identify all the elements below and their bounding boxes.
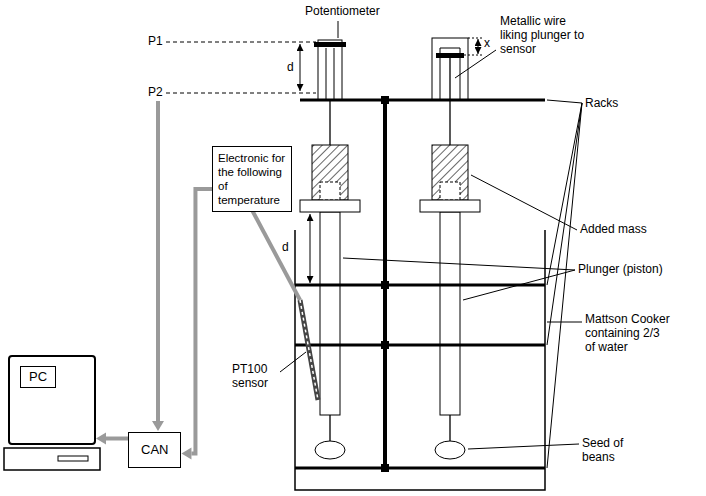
bean-seed (435, 441, 465, 459)
potentiometer-slider (436, 53, 464, 58)
potentiometer-symbol (318, 40, 342, 100)
pc-monitor: PC (8, 355, 96, 445)
arrowhead (181, 448, 191, 460)
plunger-plate (300, 200, 360, 212)
pt100-probe-texture (300, 300, 318, 400)
bean-seed (315, 441, 345, 459)
connector-line (106, 437, 128, 441)
added-mass (312, 145, 348, 200)
part-label: Seed of beans (582, 436, 646, 464)
dimension-label: x (484, 36, 490, 50)
connector-line (191, 189, 212, 454)
potentiometer-slider (314, 42, 346, 47)
dimension-arrow (300, 44, 301, 91)
pt100-probe (300, 300, 318, 400)
signal-connector (181, 189, 212, 460)
leader-line (468, 444, 579, 449)
signal-connector (96, 433, 128, 445)
reference-line (166, 93, 316, 94)
part-label: PT100 sensor (232, 362, 278, 390)
leader-line (471, 175, 577, 230)
leader-line (338, 21, 339, 38)
leader-line (547, 322, 582, 323)
dimension-arrow (478, 39, 479, 54)
electronic-box: Electronic for the following of temperat… (212, 146, 292, 212)
extension-line (464, 38, 482, 55)
rack (295, 285, 545, 468)
leader-line (455, 50, 496, 78)
plunger-rod (320, 212, 340, 415)
screen-label: PC (20, 366, 56, 388)
plunger-stem (330, 415, 450, 441)
cable-arrowhead (152, 421, 164, 431)
potentiometer-track (326, 48, 334, 100)
position-label: P2 (148, 85, 163, 99)
dimension-arrow (310, 214, 311, 283)
dimension-label: d (287, 60, 294, 74)
rod-joint (381, 464, 389, 472)
leader-line (343, 258, 575, 300)
rod-joint (381, 281, 389, 289)
can-box: CAN (128, 432, 181, 468)
part-label: Plunger (piston) (578, 262, 663, 276)
dimension-label: d (282, 240, 289, 254)
plunger-head (440, 182, 460, 200)
box-text: Electronic for the following of temperat… (218, 151, 286, 207)
part-label: Racks (585, 96, 618, 110)
arrowhead (96, 433, 106, 445)
metallic-wire (329, 100, 330, 145)
reference-line (166, 42, 316, 43)
sensor-cable (252, 210, 300, 300)
plunger-rod (440, 212, 460, 415)
signal-cable (156, 101, 160, 421)
part-label: Potentiometer (305, 4, 380, 18)
box-text: CAN (141, 443, 168, 457)
position-label: P1 (148, 34, 163, 48)
computer-base (4, 448, 100, 470)
rod-joint (381, 341, 389, 349)
plunger-head (320, 182, 340, 200)
part-label: Added mass (580, 222, 647, 236)
part-label: Mattson Cooker containing 2/3 of water (585, 312, 673, 354)
leader-line (280, 352, 306, 372)
plunger-plate (420, 200, 480, 212)
part-label: Metallic wire liking plunger to sensor (500, 14, 592, 56)
drive-slot (58, 456, 88, 461)
added-mass (432, 145, 468, 200)
leader-line (547, 100, 582, 468)
rack (300, 99, 545, 102)
rod-joint (381, 96, 389, 104)
